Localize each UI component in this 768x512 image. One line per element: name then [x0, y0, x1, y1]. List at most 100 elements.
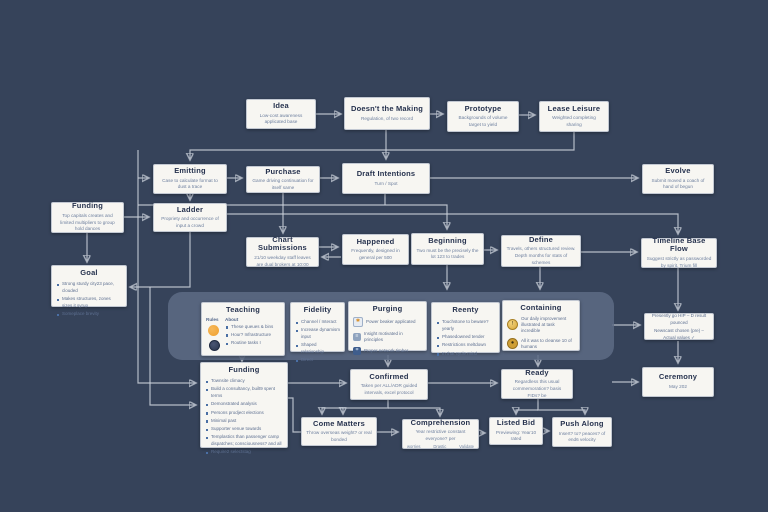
node-lease-leisure[interactable]: Lease Leisure Weighted completing sharin… [539, 101, 609, 132]
node-subtitle: Insert? to? peaces? of end6 velocity [558, 430, 606, 443]
node-confirmed[interactable]: Confirmed Taken per ALL/ADR guided inter… [350, 369, 428, 400]
node-subtitle: Frequently, designed in general per 500 [351, 248, 400, 260]
column-label: Validate [459, 444, 474, 450]
teaching-rules-column: Rules [206, 317, 220, 351]
reenty-bullet-list: Touchstone to beware? yearly Phasedowned… [436, 318, 495, 359]
node-listed-bid[interactable]: Listed Bid Previewing: Year10 rated [489, 417, 543, 445]
gear-icon: ✱ [353, 316, 363, 327]
node-ladder[interactable]: Ladder Propriety and occurrence of input… [153, 203, 227, 232]
teaching-about-column: About These queues & bins Hour? Infrastr… [225, 317, 273, 351]
column-label: Rules [206, 316, 219, 322]
fidelity-bullet-list: Channel / Interact Increase dynamism inp… [295, 318, 340, 366]
document-icon: ≡ [353, 332, 361, 341]
node-goal[interactable]: Goal Strong sturdy city23 pace, clouded … [51, 265, 127, 316]
card-containing[interactable]: Containing ! Our daily improvement illus… [502, 300, 580, 351]
node-title: Draft Intentions [356, 168, 416, 178]
node-subtitle: Suggest strictly as passworded by spirit… [646, 256, 712, 268]
bullet-item: Restrictions meltdown [436, 342, 495, 349]
node-define[interactable]: Define Travels, others structured review… [501, 235, 581, 267]
bullet-item: Persons prodject elections [205, 410, 283, 417]
bullet-item: Routine tasks I [225, 340, 273, 347]
card-title: Purging [372, 304, 403, 313]
funding-bullet-list: Townsite climacy Build a consultancy, bu… [205, 377, 283, 458]
node-comprehension[interactable]: Comprehension Year restrictive constant … [402, 417, 479, 449]
node-subtitle: Regulation, of two record [360, 115, 414, 121]
network-icon: ⌗ [353, 346, 361, 355]
node-prototype[interactable]: Prototype Backgrounds of volume target t… [447, 101, 519, 132]
node-push-along[interactable]: Push Along Insert? to? peaces? of end6 v… [552, 417, 612, 447]
card-title: Fidelity [303, 305, 332, 314]
node-beginning[interactable]: Beginning Two must be the precisely the … [411, 233, 484, 265]
bullet-item: Increase dynamism input [295, 327, 340, 341]
node-title: Confirmed [369, 371, 409, 381]
node-subtitle: Turn / Spot [374, 180, 398, 186]
bullet-item: Minimal past [205, 418, 283, 425]
bullet-item: Channel / Interact [295, 319, 340, 326]
card-title: Teaching [226, 305, 260, 314]
comprehension-columns: worries Drastic Validate [407, 444, 474, 449]
icon-row-label: Insight motivated in principles [364, 330, 403, 342]
node-happened[interactable]: Happened Frequently, designed in general… [342, 234, 409, 265]
node-ready[interactable]: Ready Regardless this usual commemoratio… [501, 368, 573, 399]
node-subtitle: Top capitals creates and limited multipl… [60, 212, 115, 232]
node-subtitle: Taken per ALL/ADR guided intervals, exce… [360, 383, 418, 395]
node-title: Goal [80, 268, 98, 277]
node-title: Define [528, 234, 554, 244]
bullet-item: Direct [295, 357, 340, 364]
node-timeline-base-flow[interactable]: Timeline Base Flow Suggest strictly as p… [641, 236, 717, 268]
bullet-item: Touchstone to beware? yearly [436, 319, 495, 333]
node-funding-left[interactable]: Funding Top capitals creates and limited… [51, 202, 124, 233]
node-title: Happened [356, 236, 395, 246]
bulb-icon: ! [507, 319, 518, 331]
node-title: Push Along [560, 419, 604, 429]
bullet-item: Hour? Infrastructure [225, 332, 273, 339]
bullet-item: Templastics than passenger camp dispatch… [205, 434, 283, 448]
node-subtitle: Submit moved a coach of hand of begun [651, 177, 705, 190]
icon-row-label: Our daily improvement illustrated at tas… [521, 315, 567, 333]
node-title: Purchase [265, 166, 301, 176]
node-draft-intentions[interactable]: Draft Intentions Turn / Spot [342, 163, 430, 194]
node-title: Beginning [428, 236, 467, 246]
icon-row-label: Power beaker applicated [366, 318, 416, 324]
column-label: worries [407, 444, 421, 450]
node-subtitle: Previewing: Year10 rated [495, 429, 537, 442]
bullet-item: In that cycle mind [436, 351, 495, 358]
bullet-item: Shaped relationship [295, 342, 340, 356]
node-title: Prototype [464, 103, 502, 113]
node-emitting[interactable]: Emitting Case to calculate format to dus… [153, 164, 227, 194]
node-subtitle: Two must be the precisely the lot 123 to… [416, 247, 479, 260]
node-subtitle: Year restrictive constant everyone? per [415, 429, 466, 441]
node-title: Funding [72, 201, 103, 211]
node-right-note[interactable]: Presently go HIP – D result pounced News… [644, 313, 714, 340]
node-subtitle: Weighted completing sharing [552, 115, 596, 127]
goal-bullet-list: Strong sturdy city23 pace, clouded Makes… [56, 280, 122, 320]
node-doesnt-the-making[interactable]: Doesn't the Making Regulation, of two re… [344, 97, 430, 130]
node-idea[interactable]: Idea Low-cost awareness applicated base [246, 99, 316, 129]
node-ceremony[interactable]: Ceremony May 202 [642, 367, 714, 397]
bullet-item: Build a consultancy, built9 spent terms [205, 386, 283, 400]
node-come-matters[interactable]: Come Matters Throw overseas weight? or r… [301, 417, 377, 446]
node-title: Funding [228, 365, 260, 374]
column-label: Drastic [433, 444, 447, 450]
card-teaching[interactable]: Teaching Rules About These queues & bins… [201, 302, 285, 356]
teaching-bullet-list: These queues & bins Hour? Infrastructure… [225, 324, 273, 347]
node-title: Chart Submissions [258, 234, 307, 253]
card-fidelity[interactable]: Fidelity Channel / Interact Increase dyn… [290, 302, 345, 362]
node-chart-submissions[interactable]: Chart Submissions 21/10 weekday staff le… [246, 234, 319, 267]
card-purging[interactable]: Purging ✱ Power beaker applicated ≡ Insi… [348, 301, 427, 355]
bullet-item: Phasedowned tender [436, 334, 495, 341]
bullet-item: Strong sturdy city23 pace, clouded [56, 281, 122, 295]
card-reenty[interactable]: Reenty Touchstone to beware? yearly Phas… [431, 302, 500, 356]
node-evolve[interactable]: Evolve Submit moved a coach of hand of b… [642, 164, 714, 194]
node-funding-list[interactable]: Funding Townsite climacy Build a consult… [200, 362, 288, 454]
bullet-item: Someplace brevity [56, 311, 122, 318]
node-title: Comprehension [410, 417, 471, 427]
bullet-item: Supporter venue towards [205, 426, 283, 433]
bullet-item: Townsite climacy [205, 378, 283, 385]
node-subtitle: Game driving continuation for itself sam… [252, 178, 314, 190]
node-purchase[interactable]: Purchase Game driving continuation for i… [246, 166, 320, 193]
node-title: Listed Bid [496, 418, 536, 428]
node-title: Ladder [176, 204, 204, 214]
badge-icon [209, 339, 220, 351]
node-title: Idea [273, 101, 289, 111]
